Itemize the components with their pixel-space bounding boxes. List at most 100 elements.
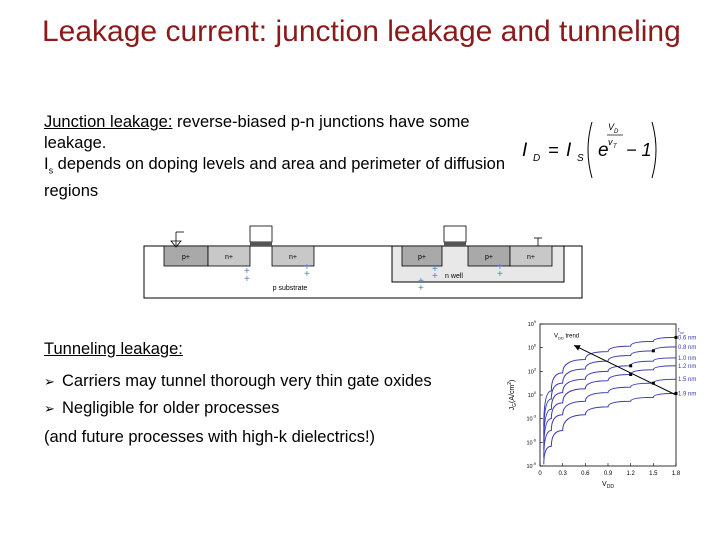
legend-title-tox: tox [678,328,684,335]
y-tick-label: 10-3 [526,415,536,423]
is-symbol: Is [44,155,54,176]
data-marker [651,349,655,353]
junction-leakage-text: reverse-biased p-n junctions have some l… [44,113,470,152]
marker-layer [629,335,678,395]
tunneling-leakage-heading: Tunneling leakage: [44,340,183,358]
series-label: 1.0 nm [678,356,696,362]
eq-left-paren [587,121,593,179]
bullet-arrow-icon: ➢ [44,374,55,389]
label-n-well: n well [445,273,463,280]
diode-marker-3b: + [432,271,438,282]
series-label: 1.5 nm [678,377,696,383]
data-marker [629,372,633,376]
eq-exp-denominator: v [608,137,613,147]
gate-poly-2 [443,225,467,243]
gate-leakage-chart-svg: 109 106 103 100 10-3 10-6 10-9 0 0.3 0.6 0.9 1.2 1.… [507,320,696,490]
y-axis-label: JG(A/cm2) [507,380,518,411]
vdd-trend-arrow [573,344,677,396]
series-line [543,365,677,451]
diode-marker-4: + [418,276,424,287]
y-axis-ticks: 109 106 103 100 10-3 10-6 10-9 [526,320,543,470]
series-line [543,392,677,465]
data-marker [651,381,655,385]
diode-marker-2: + [304,262,310,273]
eq-rhs-i: I [566,140,572,161]
x-axis-label: VDD [602,481,614,490]
n-plus-diffusion-2 [271,245,315,267]
n-plus-diffusion-3 [509,245,553,267]
eq-exp-numerator: V [608,122,615,132]
list-item: ➢Carriers may tunnel thorough very thin … [44,368,432,395]
label-p-plus-3: p+ [485,254,493,261]
data-marker [674,391,678,395]
x-tick-label: 1.8 [672,471,681,477]
diode-marker-2b: + [304,269,310,280]
slide-title: Leakage current: junction leakage and tu… [42,15,681,48]
series-line [543,346,677,435]
diode-marker-1: + [244,266,250,277]
pn-junction-cross-section: p+ n+ n+ p+ p+ n+ n well p substrate + +… [140,220,590,309]
high-k-note: (and future processes with high-k dielec… [44,428,376,446]
label-n-plus-3: n+ [527,254,535,261]
n-plus-diffusion-1 [207,245,251,267]
ground-icon [170,240,182,248]
eq-exp-base: e [598,140,609,161]
junction-leakage-heading: Junction leakage: [44,113,173,131]
eq-exp-denominator-sub: T [613,144,618,150]
label-p-plus-2: p+ [418,254,426,261]
eq-right-paren [651,121,657,179]
label-p-plus-1: p+ [182,254,190,261]
x-tick-label: 0.3 [558,471,567,477]
diode-equation: I D = I S e V D v T − 1 [520,116,670,188]
gate-leakage-chart: 109 106 103 100 10-3 10-6 10-9 0 0.3 0.6 0.9 1.2 1.… [500,312,710,503]
x-tick-label: 0 [538,471,542,477]
series-line [543,357,677,443]
series-line [543,336,677,427]
eq-minus-one: − 1 [626,140,652,160]
vdd-trend-annotation: VDD trend [554,333,579,340]
series-label: 1.9 nm [678,391,696,397]
y-tick-label: 109 [528,320,536,328]
x-tick-label: 0.9 [604,471,613,477]
eq-lhs-sub: D [533,153,540,164]
eq-lhs-i: I [522,140,528,161]
diode-marker-4b: + [418,283,424,294]
diode-marker-5: + [497,262,503,273]
diode-marker-3: + [432,264,438,275]
diode-equation-svg: I D = I S e V D v T − 1 [522,121,657,179]
series-line [543,378,677,459]
y-tick-label: 10-9 [526,462,536,470]
data-marker [674,335,678,339]
x-tick-label: 1.5 [649,471,658,477]
data-marker [629,364,633,368]
vdd-trend-arrow-head [574,345,581,351]
series-lines [543,336,677,465]
x-tick-label: 1.2 [626,471,635,477]
is-dependence-text: depends on doping levels and area and pe… [44,155,506,201]
y-tick-label: 103 [528,367,536,375]
eq-exp-numerator-sub: D [614,129,619,135]
gate-oxide-2 [444,242,466,246]
gate-poly-1 [249,225,273,243]
eq-rhs-sub: S [577,153,584,164]
cross-section-svg: p+ n+ n+ p+ p+ n+ n well p substrate + +… [143,225,583,299]
x-axis-ticks: 0 0.3 0.6 0.9 1.2 1.5 1.8 [538,463,681,477]
tunneling-bullet-list: ➢Carriers may tunnel thorough very thin … [44,368,432,422]
series-label: 0.6 nm [678,335,696,341]
label-n-plus-2: n+ [289,254,297,261]
list-item: ➢Negligible for older processes [44,395,432,422]
y-tick-label: 100 [528,391,536,399]
junction-leakage-paragraph: Junction leakage: reverse-biased p-n jun… [44,112,524,202]
bullet-arrow-icon: ➢ [44,401,55,416]
diode-marker-1b: + [244,274,250,285]
y-tick-label: 10-6 [526,438,536,446]
series-label: 0.8 nm [678,345,696,351]
gate-oxide-1 [250,242,272,246]
label-p-substrate: p substrate [273,285,308,292]
series-label: 1.2 nm [678,364,696,370]
x-tick-label: 0.6 [581,471,590,477]
y-tick-label: 106 [528,344,536,352]
p-plus-diffusion-2 [401,245,443,267]
series-labels: 0.6 nm 0.8 nm 1.0 nm 1.2 nm 1.5 nm 1.9 nm [678,335,696,397]
label-n-plus-1: n+ [225,254,233,261]
